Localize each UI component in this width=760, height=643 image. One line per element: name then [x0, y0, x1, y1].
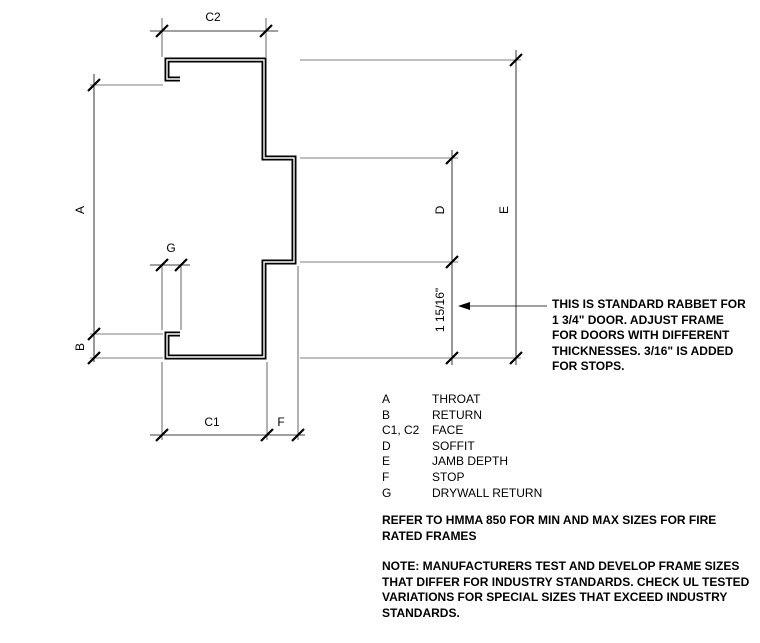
dimension-lines [93, 30, 517, 436]
frame-profile [164, 57, 297, 360]
legend-row: E JAMB DEPTH [382, 454, 542, 470]
legend-value: STOP [432, 469, 465, 484]
legend-key: A [382, 392, 391, 406]
dimension-label-c2: C2 [205, 10, 221, 24]
legend-value: RETURN [432, 407, 482, 422]
legend-value: SOFFIT [432, 438, 475, 453]
legend-value: DRYWALL RETURN [432, 485, 543, 500]
manufacturers-note: NOTE: MANUFACTURERS TEST AND DEVELOP FRA… [382, 559, 750, 620]
dimension-label-c1: C1 [204, 415, 220, 429]
leader-arrow [458, 302, 547, 310]
dimension-label-d: D [433, 205, 447, 214]
legend-row: C1, C2 FACE [382, 423, 542, 439]
dimension-label-f: F [277, 415, 284, 429]
legend-key: F [382, 469, 390, 484]
legend-row: D SOFFIT [382, 439, 542, 455]
dimension-ticks [87, 24, 523, 442]
extension-lines [90, 18, 521, 440]
legend-key: G [382, 485, 392, 500]
legend-row: A THROAT [382, 392, 542, 408]
legend-row: F STOP [382, 470, 542, 486]
dimension-legend: A THROAT B RETURN C1, C2 FACE D SOFFIT E… [382, 392, 542, 501]
hmma-reference-note: REFER TO HMMA 850 FOR MIN AND MAX SIZES … [382, 513, 717, 543]
legend-value: FACE [432, 423, 464, 438]
dimension-label-a: A [73, 206, 87, 214]
dimension-label-rabbet: 1 15/16" [433, 288, 447, 332]
legend-row: G DRYWALL RETURN [382, 486, 542, 502]
legend-key: D [382, 438, 391, 453]
legend-row: B RETURN [382, 408, 542, 424]
legend-value: JAMB DEPTH [432, 454, 509, 469]
legend-value: THROAT [432, 392, 481, 406]
dimension-label-g: G [166, 241, 175, 255]
dimension-label-b: B [73, 343, 87, 351]
rabbet-note: THIS IS STANDARD RABBET FOR 1 3/4" DOOR.… [552, 297, 746, 373]
dimension-label-e: E [497, 206, 511, 214]
legend-key: E [382, 454, 391, 469]
legend-key: B [382, 407, 391, 422]
legend-key: C1, C2 [382, 423, 420, 438]
